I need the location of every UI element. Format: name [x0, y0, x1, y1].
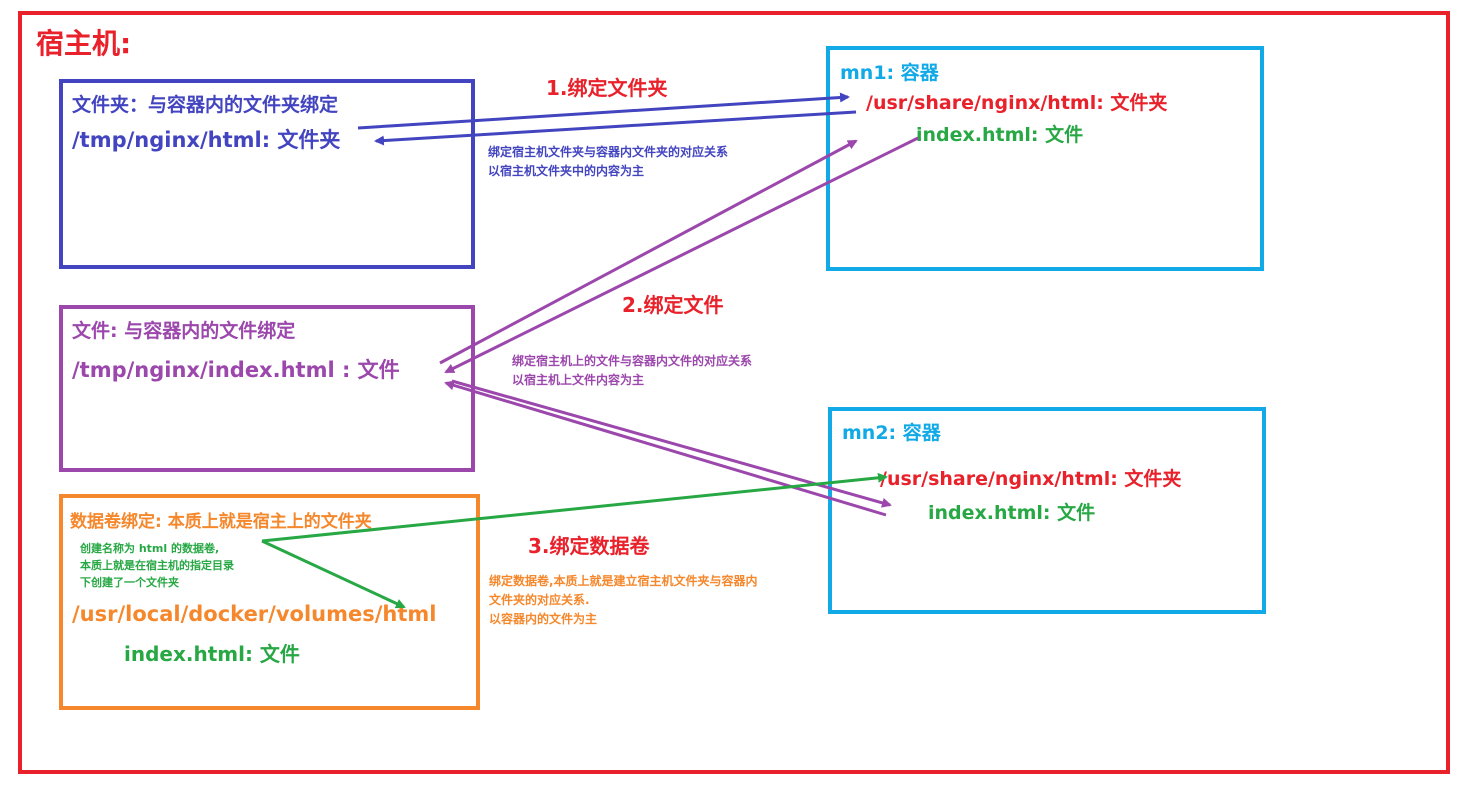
step3-desc-line-2: 文件夹的对应关系. [489, 593, 590, 607]
arrow-mn1-to-file [444, 136, 919, 374]
step3-desc-line-1: 绑定数据卷,本质上就是建立宿主机文件夹与容器内 [489, 574, 758, 588]
host-folder-path: /tmp/nginx/html: 文件夹 [72, 128, 341, 152]
host-title: 宿主机: [36, 27, 132, 60]
step2-desc-line-2: 以宿主机上文件内容为主 [512, 373, 645, 387]
mn1-title: mn1: 容器 [840, 62, 939, 84]
volume-note-line-2: 本质上就是在宿主机的指定目录 [80, 559, 234, 572]
arrow-file-to-mn2 [451, 379, 892, 508]
arrow-file-to-mn1 [439, 139, 858, 365]
volume-path: /usr/local/docker/volumes/html [72, 602, 437, 626]
volume-title: 数据卷绑定: 本质上就是宿主上的文件夹 [70, 512, 372, 532]
arrow-folder-to-mn1 [357, 92, 850, 130]
mn1-file: index.html: 文件 [916, 124, 1084, 146]
container-mn1-box [826, 46, 1264, 271]
step2-desc-line-1: 绑定宿主机上的文件与容器内文件的对应关系 [512, 354, 753, 368]
step1-label: 1.绑定文件夹 [546, 76, 668, 100]
step1-desc-line-2: 以宿主机文件夹中的内容为主 [488, 164, 645, 178]
step2-label: 2.绑定文件 [622, 293, 724, 317]
host-folder-box [59, 79, 475, 269]
host-file-path: /tmp/nginx/index.html : 文件 [72, 358, 400, 382]
mn2-title: mn2: 容器 [842, 422, 941, 444]
host-file-title: 文件: 与容器内的文件绑定 [72, 320, 296, 342]
step3-label: 3.绑定数据卷 [528, 534, 650, 558]
container-mn2-box [828, 407, 1266, 614]
mn2-file: index.html: 文件 [928, 502, 1096, 524]
mn1-path: /usr/share/nginx/html: 文件夹 [866, 92, 1168, 114]
host-frame [18, 11, 1450, 774]
host-volume-box [59, 494, 480, 710]
arrow-volume-to-mn2 [261, 472, 888, 543]
volume-note-line-3: 下创建了一个文件夹 [80, 576, 179, 589]
mn2-path: /usr/share/nginx/html: 文件夹 [880, 468, 1182, 490]
arrow-mn2-to-file [444, 380, 887, 517]
arrow-mn1-to-folder [374, 110, 857, 146]
arrow-volume-to-path [261, 539, 406, 609]
host-folder-title: 文件夹：与容器内的文件夹绑定 [72, 94, 339, 116]
step1-desc-line-1: 绑定宿主机文件夹与容器内文件夹的对应关系 [488, 145, 729, 159]
volume-note-line-1: 创建名称为 html 的数据卷, [80, 542, 220, 555]
volume-file: index.html: 文件 [124, 642, 300, 666]
step3-desc-line-3: 以容器内的文件为主 [489, 612, 598, 626]
